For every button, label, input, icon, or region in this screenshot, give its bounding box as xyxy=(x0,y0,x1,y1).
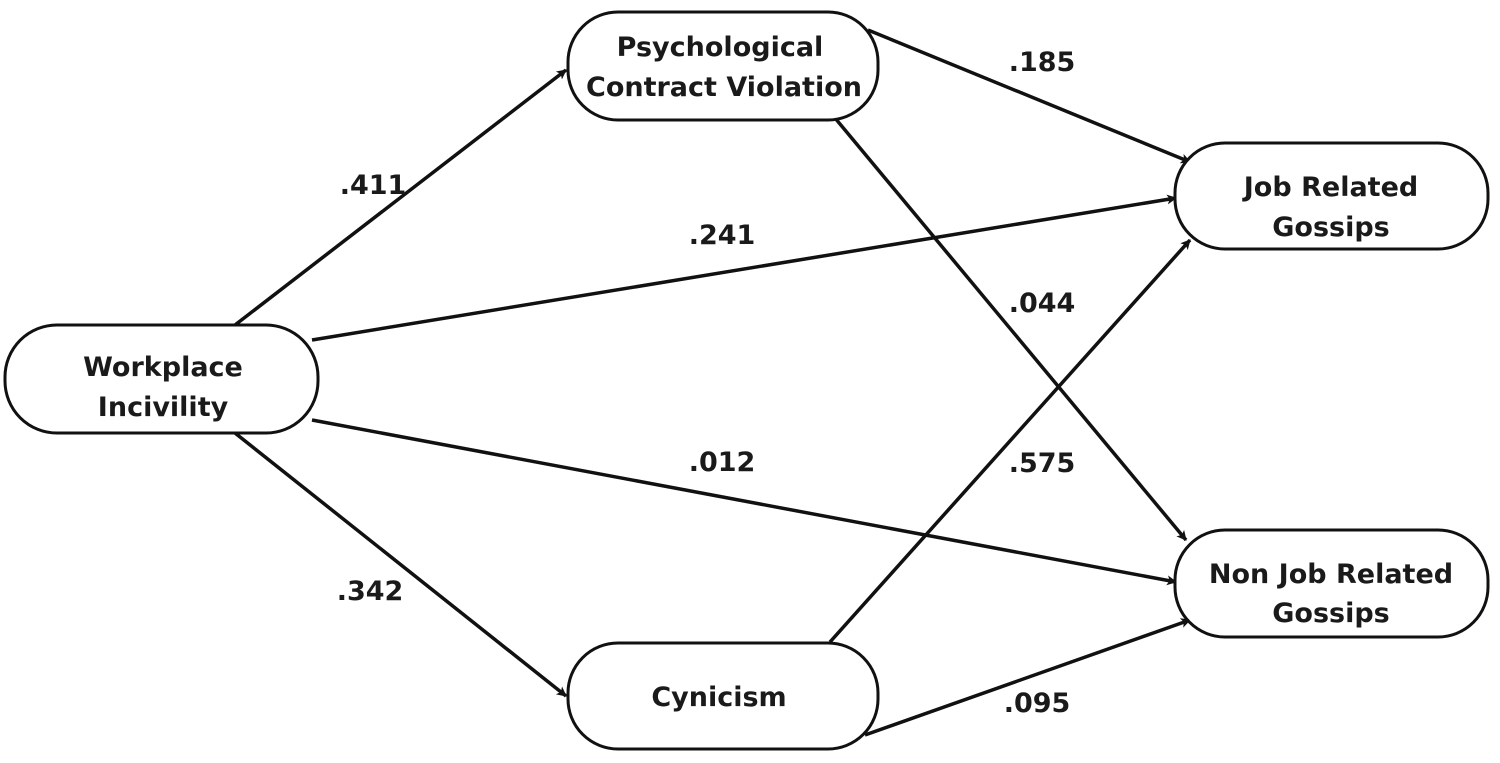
node-cynicism: Cynicism xyxy=(566,641,880,751)
edges xyxy=(233,28,1192,737)
node-label-line2: Incivility xyxy=(98,392,229,423)
coef-pcv-to-jrg: .185 xyxy=(1009,47,1076,78)
node-box xyxy=(566,10,880,122)
node-box xyxy=(1173,528,1490,639)
coef-pcv-to-njrg: .044 xyxy=(1009,288,1076,319)
coef-wi-to-jrg: .241 xyxy=(689,220,756,251)
node-box xyxy=(3,323,320,435)
coef-wi-to-cyn: .342 xyxy=(337,576,404,607)
edge-pcv-to-njrg xyxy=(833,116,1188,542)
edge-cyn-to-jrg xyxy=(828,238,1192,644)
edge-wi-to-cyn xyxy=(233,431,568,698)
node-non-job-related-gossips: Non Job Related Gossips xyxy=(1173,528,1490,639)
node-label-line2: Contract Violation xyxy=(586,72,862,103)
edge-cyn-to-njrg xyxy=(864,618,1191,737)
node-label-line1: Job Related xyxy=(1242,172,1418,203)
coef-wi-to-pcv: .411 xyxy=(340,170,407,201)
node-label-line1: Non Job Related xyxy=(1209,559,1453,590)
coef-cyn-to-njrg: .095 xyxy=(1004,688,1071,719)
node-box xyxy=(566,641,880,751)
edge-wi-to-pcv xyxy=(233,68,568,327)
node-box xyxy=(1173,141,1490,251)
node-psychological-contract-violation: Psychological Contract Violation xyxy=(566,10,880,122)
edge-wi-to-jrg xyxy=(311,194,1177,342)
node-label-line2: Gossips xyxy=(1272,212,1390,243)
coef-wi-to-njrg: .012 xyxy=(689,447,756,478)
node-workplace-incivility: Workplace Incivility xyxy=(3,323,320,435)
coef-cyn-to-jrg: .575 xyxy=(1009,448,1076,479)
node-job-related-gossips: Job Related Gossips xyxy=(1173,141,1490,251)
node-label-line1: Workplace xyxy=(83,352,243,383)
node-label-line2: Gossips xyxy=(1272,598,1390,629)
edge-wi-to-njrg xyxy=(311,418,1177,586)
node-label-line1: Psychological xyxy=(617,32,824,63)
node-label: Cynicism xyxy=(651,682,786,713)
edge-pcv-to-jrg xyxy=(867,28,1191,164)
coefficients: .411 .241 .012 .342 .185 .044 .575 .095 xyxy=(337,47,1076,719)
